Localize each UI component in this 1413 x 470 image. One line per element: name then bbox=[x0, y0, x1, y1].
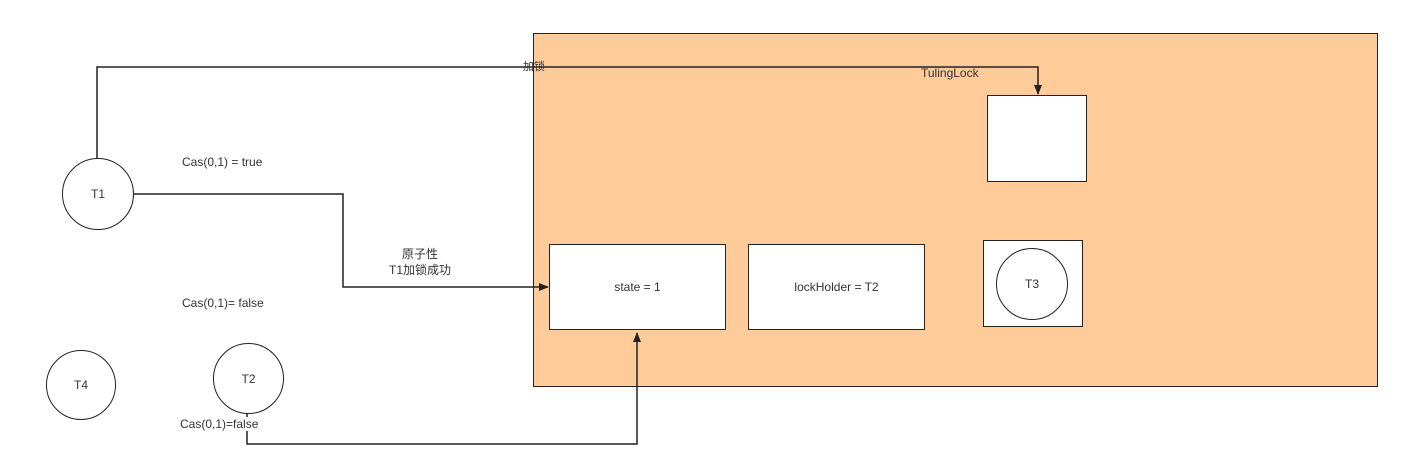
atomic-label: 原子性 bbox=[401, 247, 438, 261]
t2-cas-top-label: Cas(0,1)= false bbox=[182, 296, 264, 310]
t4-circle: T4 bbox=[46, 350, 116, 420]
state-box: state = 1 bbox=[549, 244, 726, 330]
t1-circle: T1 bbox=[62, 158, 134, 230]
t1-top-edge-label: 加锁 bbox=[523, 61, 545, 73]
empty-box bbox=[987, 95, 1087, 182]
container-label: TulingLock bbox=[921, 66, 979, 80]
t2-circle: T2 bbox=[213, 343, 284, 414]
lock-holder-box: lockHolder = T2 bbox=[748, 244, 925, 330]
t2-cas-bottom-label: Cas(0,1)=false bbox=[180, 417, 259, 431]
t3-circle: T3 bbox=[996, 248, 1068, 320]
edge-t1-to-state bbox=[134, 193, 549, 291]
t1-success-label: T1加锁成功 bbox=[388, 263, 451, 277]
t1-cas-label: Cas(0,1) = true bbox=[182, 155, 263, 169]
edge-t1-to-empty-box bbox=[96, 66, 1042, 158]
edge-t2-to-state bbox=[246, 332, 641, 445]
